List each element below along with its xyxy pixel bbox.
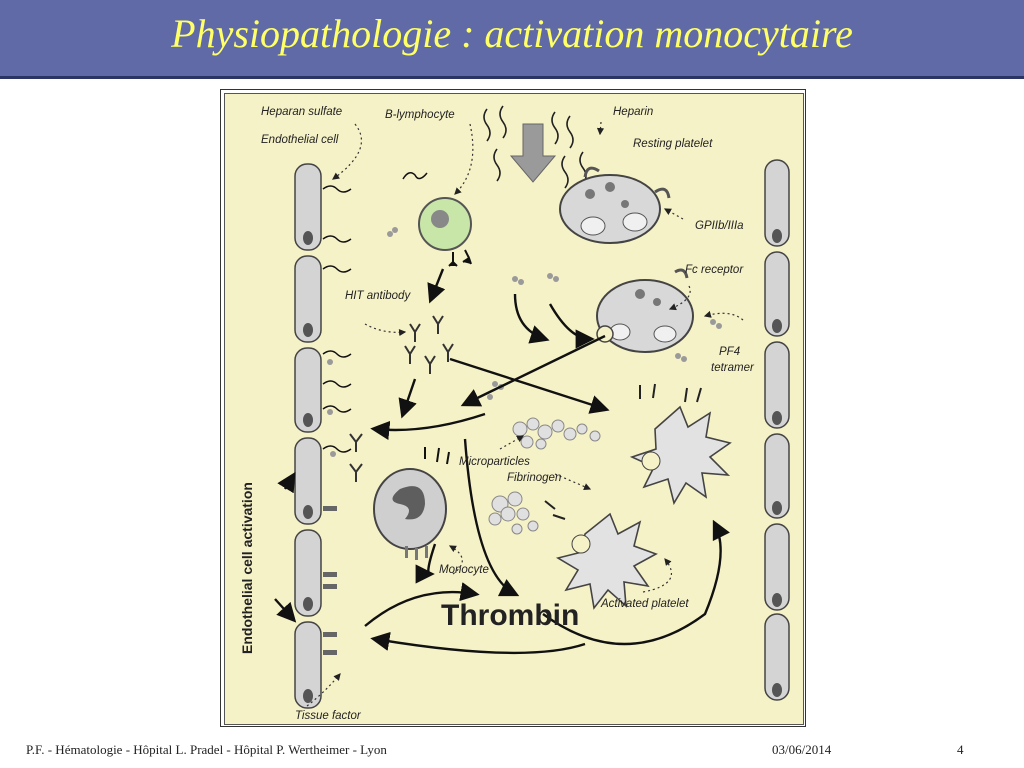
label-hit-antibody: HIT antibody (345, 290, 411, 302)
platelet-with-fc-receptor (596, 268, 694, 353)
slide-title: Physiopathologie : activation monocytair… (171, 11, 853, 56)
footer-page-number: 4 (957, 742, 964, 757)
label-heparan-sulfate: Heparan sulfate (261, 106, 343, 118)
label-tetramer: tetramer (711, 362, 754, 374)
heparin-down-arrow (509, 123, 557, 183)
monocyte-cell (373, 447, 450, 560)
activated-platelets (555, 405, 732, 610)
b-lymphocyte-cell (418, 197, 472, 267)
heparan-sulfate-chains (322, 172, 428, 453)
right-endothelial-wall (764, 159, 790, 701)
microparticles (488, 417, 601, 535)
pathway-arrows (274, 268, 731, 655)
header-rule (0, 76, 1024, 79)
diagram-artwork (274, 105, 790, 709)
label-thrombin: Thrombin (441, 599, 580, 632)
footer-source: P.F. - Hématologie - Hôpital L. Pradel -… (26, 742, 387, 757)
label-fibrinogen: Fibrinogen (507, 472, 562, 484)
label-fc-receptor: Fc receptor (685, 264, 744, 276)
hit-antibodies (349, 315, 454, 482)
label-leader-lines (306, 121, 744, 707)
label-endothelial-cell: Endothelial cell (261, 134, 339, 146)
slide-header (0, 0, 1024, 78)
label-microparticles: Microparticles (459, 456, 530, 468)
platelet-receptors (544, 383, 702, 520)
label-endothelial-cell-activation: Endothelial cell activation (239, 482, 255, 654)
resting-platelet (559, 166, 671, 244)
label-heparin: Heparin (613, 106, 654, 118)
label-gpiib-iiia: GPIIb/IIIa (695, 220, 744, 232)
label-pf4: PF4 (719, 346, 741, 358)
label-monocyte: Monocyte (439, 564, 489, 576)
tissue-factor-bars (323, 506, 337, 655)
label-b-lymphocyte: B-lymphocyte (385, 109, 455, 121)
label-resting-platelet: Resting platelet (633, 138, 713, 150)
label-activated-platelet: Activated platelet (601, 598, 689, 610)
figure-frame: Heparan sulfate Endothelial cell B-lymph… (220, 89, 806, 727)
left-endothelial-wall (294, 163, 322, 709)
hit-pathophysiology-diagram: Heparan sulfate Endothelial cell B-lymph… (224, 93, 804, 725)
label-tissue-factor: Tissue factor (295, 710, 361, 722)
footer-date: 03/06/2014 (772, 742, 832, 757)
